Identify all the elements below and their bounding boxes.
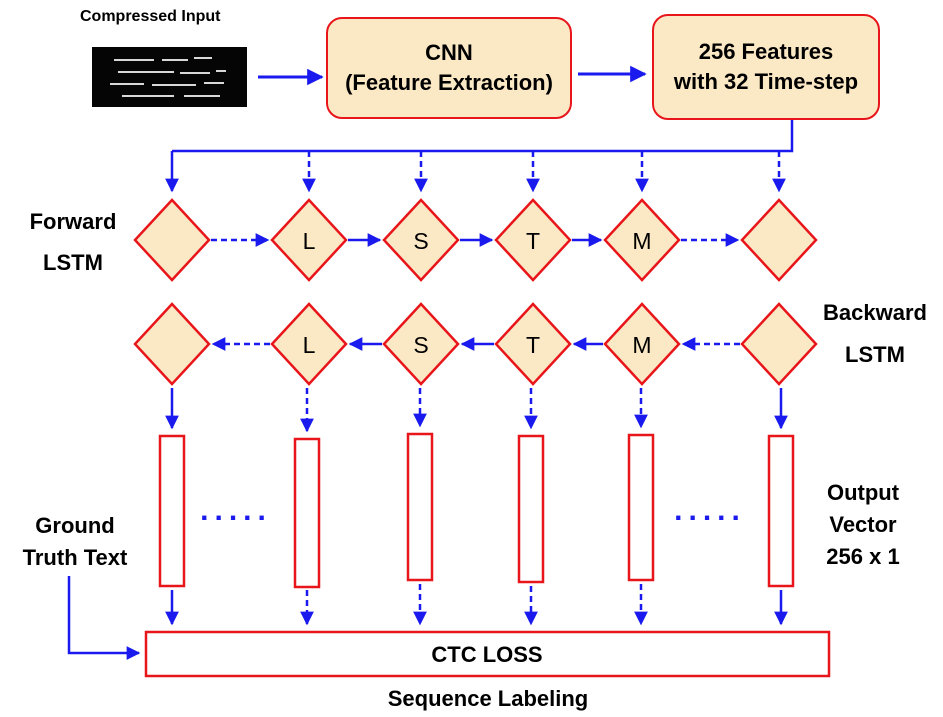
dots-right: .....	[674, 494, 746, 527]
backward-cell-label-3: S	[413, 332, 428, 358]
output-vector-6	[767, 434, 795, 588]
output-vector-1	[158, 434, 186, 588]
backward-cell-1	[133, 302, 211, 386]
ground-truth-arrow	[67, 576, 141, 660]
backward-label-line2: LSTM	[845, 342, 905, 367]
features-line2: with 32 Time-step	[673, 69, 859, 94]
output-vector-label: Output Vector 256 x 1	[800, 477, 926, 573]
backward-cell-5	[603, 302, 681, 386]
backward-cell-label-4: T	[526, 332, 540, 358]
sequence-labeling-caption: Sequence Labeling	[387, 686, 589, 711]
output-label-line2: Vector	[829, 512, 897, 537]
forward-cell-label-2: L	[303, 228, 316, 254]
cnn-title: CNN	[425, 40, 473, 65]
features-line1: 256 Features	[698, 39, 834, 64]
backward-cell-label-2: L	[303, 332, 316, 358]
backward-cell-3	[382, 302, 460, 386]
ground-truth-line2: Truth Text	[22, 545, 128, 570]
ground-truth-label: Ground Truth Text	[0, 510, 150, 574]
features-box: 256 Features with 32 Time-step	[652, 14, 880, 120]
cnn-subtitle: (Feature Extraction)	[345, 70, 553, 95]
forward-cell-label-3: S	[413, 228, 428, 254]
forward-label-line2: LSTM	[43, 250, 103, 275]
backward-lstm-label: Backward LSTM	[805, 292, 943, 376]
ground-truth-line1: Ground	[35, 513, 115, 538]
backward-cell-2	[270, 302, 348, 386]
cnn-box: CNN (Feature Extraction)	[326, 17, 572, 119]
compressed-input-image	[92, 47, 247, 107]
forward-label-line1: Forward	[29, 209, 117, 234]
forward-lstm-label: Forward LSTM	[18, 201, 128, 283]
backward-label-line1: Backward	[823, 300, 927, 325]
forward-cell-label-4: T	[526, 228, 540, 254]
forward-cell-2	[270, 198, 348, 282]
backward-cell-label-5: M	[632, 332, 651, 358]
output-label-line3: 256 x 1	[826, 544, 900, 569]
compressed-input-title: Compressed Input	[80, 8, 221, 25]
backward-cell-4	[494, 302, 572, 386]
forward-cell-5	[603, 198, 681, 282]
forward-cell-4	[494, 198, 572, 282]
feature-bus	[172, 120, 794, 153]
ctc-loss-label: CTC LOSS	[431, 642, 542, 667]
output-vector-5	[627, 433, 655, 582]
output-label-line1: Output	[826, 480, 900, 505]
output-vector-3	[406, 432, 434, 582]
ctc-loss-box	[144, 630, 831, 678]
forward-cell-3	[382, 198, 460, 282]
backward-cell-6	[740, 302, 818, 386]
output-vector-2	[293, 437, 321, 589]
forward-cell-1	[133, 198, 211, 282]
output-vector-4	[517, 434, 545, 584]
forward-cell-label-5: M	[632, 228, 651, 254]
forward-cell-6	[740, 198, 818, 282]
dots-left: .....	[200, 494, 272, 527]
